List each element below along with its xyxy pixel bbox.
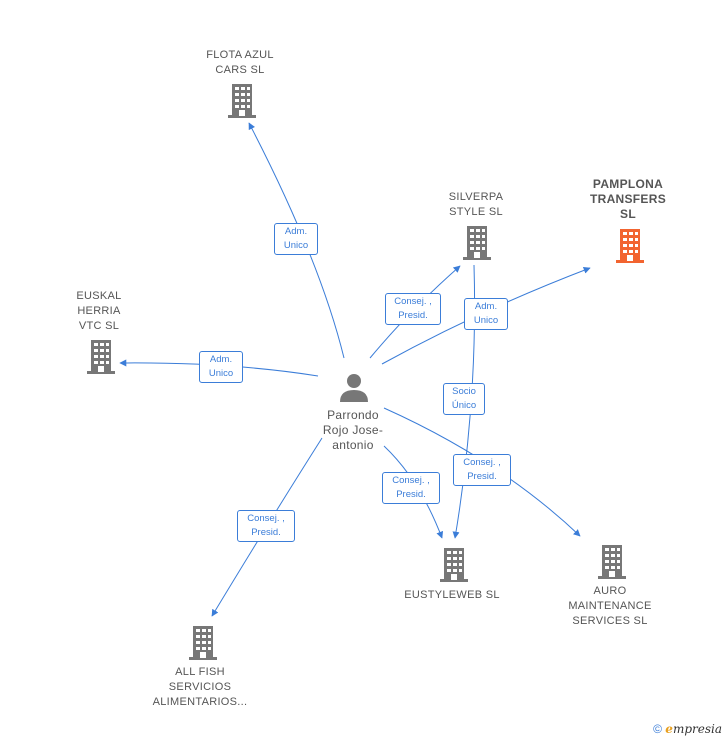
edge-label-flota: Adm.Unico (274, 223, 318, 255)
company-label-silverpa[interactable]: SILVERPA STYLE SL (448, 191, 504, 218)
building-icon[interactable] (461, 226, 493, 260)
company-label-pamplona[interactable]: PAMPLONA TRANSFERS SL (589, 177, 667, 221)
building-icon[interactable] (187, 626, 219, 660)
building-icon[interactable] (596, 545, 628, 579)
building-icon-highlight[interactable] (614, 229, 646, 263)
edge-label-auro: Consej. ,Presid. (453, 454, 511, 486)
building-icon[interactable] (226, 84, 258, 118)
edge-label-euskal: Adm.Unico (199, 351, 243, 383)
building-icon[interactable] (438, 548, 470, 582)
copyright-icon: © (653, 722, 662, 736)
building-icon[interactable] (85, 340, 117, 374)
edge-label-silverpa: Consej. ,Presid. (385, 293, 441, 325)
edge-label-eustyle: Consej. ,Presid. (382, 472, 440, 504)
company-label-auro[interactable]: AURO MAINTENANCE SERVICES SL (568, 585, 652, 627)
brand-logo: empresia (665, 722, 722, 736)
footer-brand: © empresia (653, 722, 722, 736)
person-label[interactable]: Parrondo Rojo Jose- antonio (322, 408, 384, 452)
company-label-euskal[interactable]: EUSKAL HERRIA VTC SL (76, 290, 122, 332)
person-icon[interactable] (338, 372, 370, 402)
company-label-eustyle[interactable]: EUSTYLEWEB SL (404, 589, 500, 601)
edge-label-allfish: Consej. ,Presid. (237, 510, 295, 542)
company-label-allfish[interactable]: ALL FISH SERVICIOS ALIMENTARIOS... (152, 666, 248, 708)
edge-label-pamplona: Adm.Unico (464, 298, 508, 330)
company-label-flota[interactable]: FLOTA AZUL CARS SL (206, 49, 274, 76)
